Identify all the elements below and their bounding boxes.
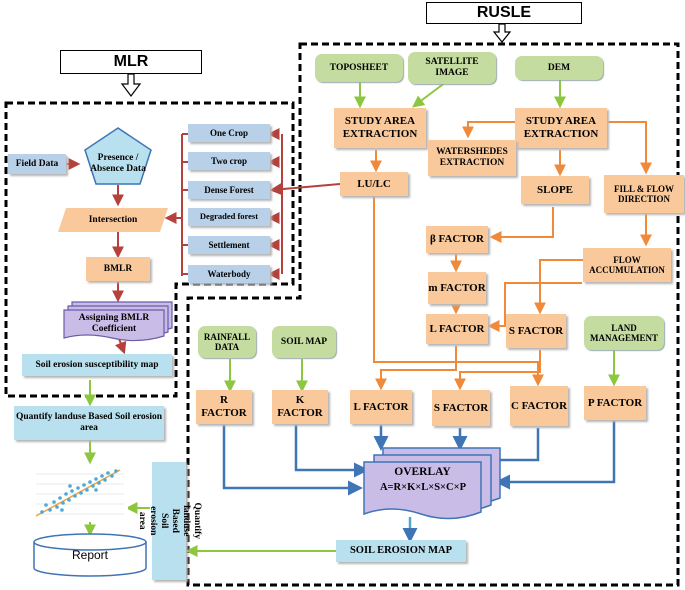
landuse-one-crop: One Crop: [188, 124, 270, 142]
field-data-node: Field Data: [8, 154, 66, 174]
presence-absence-label: Presence / Absence Data: [90, 153, 146, 174]
quantify-landuse-node: Quantify landuse Based Soil erosion area: [14, 406, 164, 440]
k-factor-node: K FACTOR: [272, 390, 328, 424]
beta-factor-node: β FACTOR: [426, 226, 488, 253]
bmlr-node: BMLR: [86, 257, 150, 281]
overlay-stack: [363, 447, 501, 520]
toposheet-node: TOPOSHEET: [315, 54, 403, 82]
intersection-shape: [58, 208, 168, 232]
lulc-node: LU/LC: [340, 172, 408, 196]
quantify-vertical-label: Quantify landuse Based Soil erosion area: [137, 502, 202, 540]
soil-map-node: SOIL MAP: [272, 326, 336, 358]
rusle-region-outline: [186, 42, 680, 587]
landuse-waterbody: Waterbody: [188, 265, 270, 283]
s-factor-mid-node: S FACTOR: [506, 314, 566, 348]
watersheds-extraction-node: WATERSHEDES EXTRACTION: [428, 140, 516, 176]
assigning-stack: [63, 301, 173, 342]
satellite-image-node: SATELLITE IMAGE: [408, 52, 496, 84]
report-label: Report: [71, 548, 109, 563]
m-factor-node: m FACTOR: [428, 272, 486, 304]
assigning-bmlr-label: Assigning BMLR Coefficient: [78, 313, 150, 334]
landuse-dense-forest: Dense Forest: [188, 181, 270, 199]
landuse-two-crop: Two crop: [188, 152, 270, 170]
fill-flow-direction-node: FILL & FLOW DIRECTION: [604, 175, 684, 213]
rainfall-data-node: RAINFALL DATA: [198, 326, 256, 358]
presence-pentagon: [84, 127, 152, 185]
p-factor-node: P FACTOR: [584, 386, 646, 420]
mlr-region-outline: [4, 101, 295, 398]
r-factor-node: R FACTOR: [196, 390, 252, 424]
c-factor-node: C FACTOR: [510, 386, 568, 426]
mlr-title: MLR: [60, 50, 202, 74]
intersection-label: Intersection: [88, 214, 138, 225]
l-factor-node: L FACTOR: [350, 390, 412, 424]
land-management-node: LAND MANAGEMENT: [584, 316, 664, 350]
overlay-title: OVERLAY: [394, 466, 451, 478]
landuse-degraded-forest: Degraded forest: [188, 208, 270, 226]
susceptibility-map-node: Soil erosion susceptibility map: [22, 354, 172, 376]
scatter-plot-image: [30, 466, 128, 522]
rusle-title: RUSLE: [426, 2, 582, 24]
soil-erosion-map-node: SOIL EROSION MAP: [336, 540, 466, 562]
s-factor-node: S FACTOR: [432, 390, 490, 426]
slope-node: SLOPE: [521, 176, 589, 204]
flow-accumulation-node: FLOW ACCUMULATION: [583, 248, 671, 282]
study-area-extraction-right: STUDY AREA EXTRACTION: [515, 108, 607, 148]
quantify-vertical-node: Quantify landuse Based Soil erosion area: [137, 462, 202, 580]
report-cylinder: [33, 533, 147, 577]
landuse-settlement: Settlement: [188, 236, 270, 254]
overlay-formula: A=R×K×L×S×C×P: [379, 482, 467, 493]
dem-node: DEM: [515, 56, 603, 80]
l-factor-mid-node: L FACTOR: [426, 314, 488, 344]
study-area-extraction-left: STUDY AREA EXTRACTION: [334, 108, 426, 148]
